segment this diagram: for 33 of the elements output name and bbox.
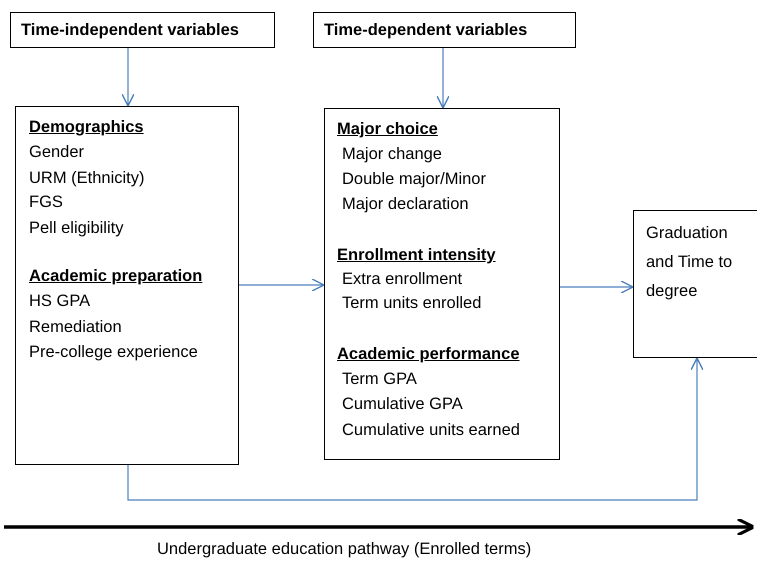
section-heading: Academic performance [337, 344, 520, 364]
arrow [436, 48, 450, 109]
variable-item: Term units enrolled [342, 293, 482, 313]
arrow [121, 48, 135, 107]
variable-box [633, 210, 757, 358]
box-title: Time-dependent variables [324, 20, 528, 40]
variable-item: URM (Ethnicity) [29, 168, 145, 188]
section-heading: Academic preparation [29, 266, 202, 286]
variable-item: Remediation [29, 317, 122, 337]
arrow [560, 280, 634, 294]
variable-item: HS GPA [29, 291, 90, 311]
section-heading: Demographics [29, 117, 144, 137]
variable-item: Double major/Minor [342, 169, 486, 189]
variable-item: FGS [29, 192, 63, 212]
arrow [239, 278, 325, 292]
variable-item: Term GPA [342, 369, 417, 389]
section-heading: Enrollment intensity [337, 245, 496, 265]
variable-box [10, 12, 275, 48]
section-heading: Major choice [337, 119, 438, 139]
variable-item: Cumulative GPA [342, 394, 463, 414]
variable-item: Gender [29, 142, 84, 162]
variable-item: Major declaration [342, 194, 469, 214]
variable-box [313, 12, 576, 48]
axis-caption: Undergraduate education pathway (Enrolled terms) [157, 540, 532, 559]
variable-item: Pell eligibility [29, 218, 124, 238]
variable-item: Extra enrollment [342, 269, 462, 289]
variable-item: Pre-college experience [29, 342, 198, 362]
variable-item: Graduation and Time to degree [646, 223, 734, 302]
variable-item: Cumulative units earned [342, 420, 520, 440]
box-title: Time-independent variables [21, 20, 239, 40]
variable-box [324, 108, 560, 460]
variable-box [15, 106, 239, 465]
variable-item: Major change [342, 144, 442, 164]
